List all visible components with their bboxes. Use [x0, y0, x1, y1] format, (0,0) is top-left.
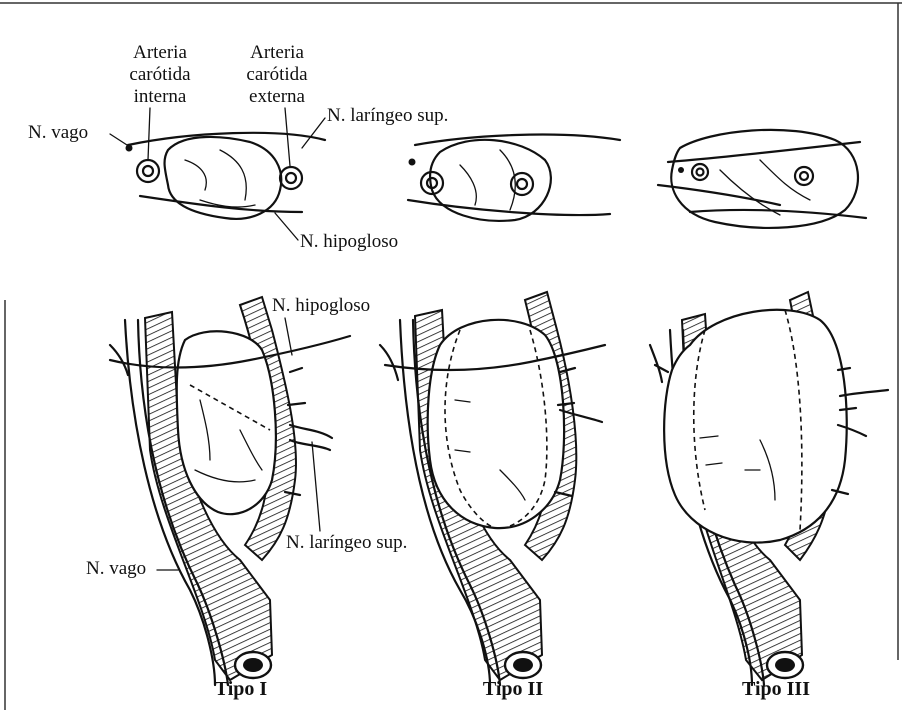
label-arteria-interna-line3: interna: [134, 86, 187, 107]
label-arteria-externa-line3: externa: [249, 86, 305, 107]
caption-tipo-1: Tipo I: [215, 678, 268, 700]
label-arteria-interna-line1: Arteria: [133, 42, 187, 63]
specimen-tipo-2: [380, 292, 605, 685]
label-arteria-externa-line1: Arteria: [250, 42, 304, 63]
caption-tipo-3: Tipo III: [742, 678, 810, 700]
label-n-hipogloso-top: N. hipogloso: [300, 231, 398, 252]
label-n-hipogloso-bottom: N. hipogloso: [272, 295, 370, 316]
label-n-laringeo-bottom: N. laríngeo sup.: [286, 532, 407, 553]
cross-section-tipo-3: [658, 130, 866, 228]
cross-section-tipo-1: [126, 133, 326, 219]
cross-section-tipo-2: [408, 135, 620, 221]
label-arteria-externa-line2: carótida: [246, 64, 308, 85]
caption-tipo-2: Tipo II: [483, 678, 543, 700]
label-n-vago-top: N. vago: [28, 122, 88, 143]
specimen-tipo-3: [650, 292, 888, 685]
label-n-vago-bottom: N. vago: [86, 558, 146, 579]
label-arteria-interna-line2: carótida: [129, 64, 191, 85]
specimen-tipo-1: [110, 297, 350, 685]
label-n-laringeo-top: N. laríngeo sup.: [327, 105, 448, 126]
